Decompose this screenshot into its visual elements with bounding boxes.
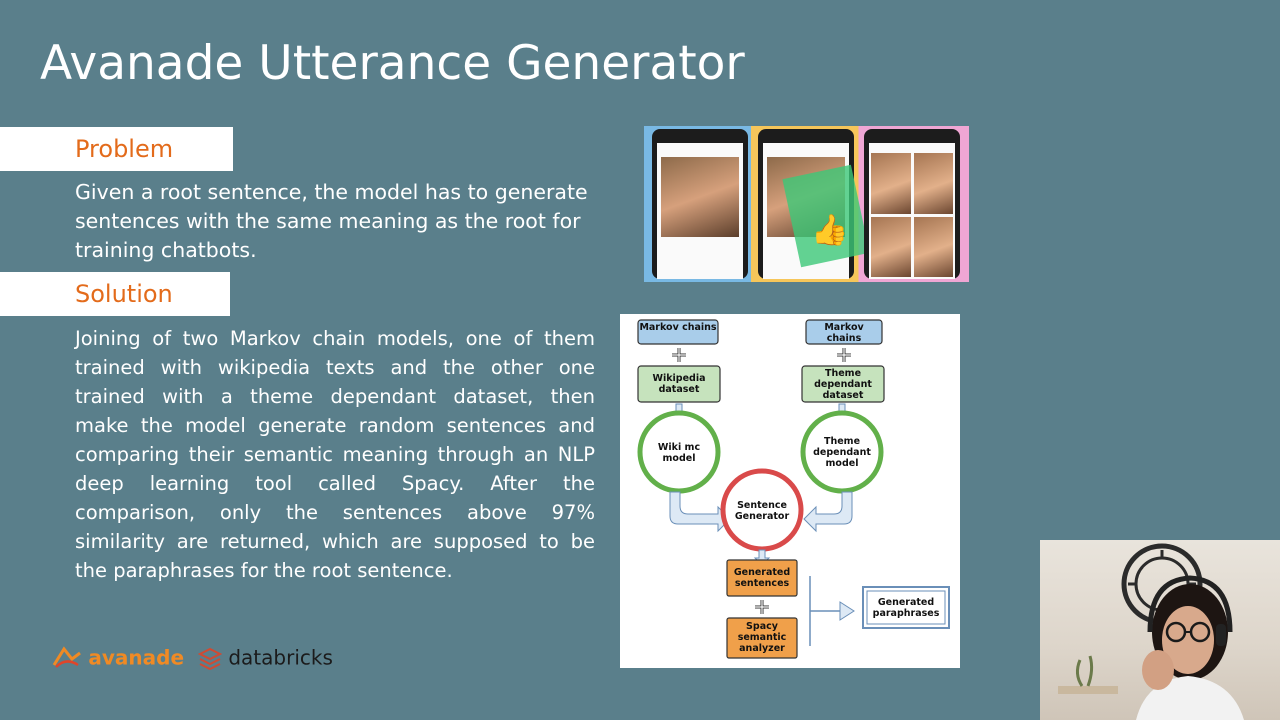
app-screenshots-image: 👍: [644, 126, 969, 282]
phone-mockup: [864, 129, 960, 279]
theme-model-label: Theme dependant model: [813, 436, 871, 469]
presenter-webcam: [1040, 540, 1280, 720]
problem-line: sentences with the same meaning as the r…: [75, 209, 581, 233]
avanade-wordmark: avanade: [88, 645, 185, 670]
wikipedia-dataset-label: Wikipedia dataset: [652, 373, 706, 395]
databricks-logo-icon: [197, 646, 223, 670]
slide-title: Avanade Utterance Generator: [40, 36, 745, 91]
problem-heading-tab: Problem: [0, 127, 233, 171]
avanade-logo: avanade: [52, 644, 184, 671]
problem-line: Given a root sentence, the model has to …: [75, 180, 588, 204]
databricks-logo: databricks: [197, 644, 333, 670]
problem-heading: Problem: [75, 135, 174, 163]
solution-line: deep learning tool called Spacy. After t…: [75, 472, 595, 495]
solution-line: Joining of two Markov chain models, one …: [75, 327, 595, 350]
solution-line: the paraphrases for the root sentence.: [75, 559, 453, 582]
solution-line: make the model generate random sentences…: [75, 414, 595, 437]
solution-line: similarity are returned, which are suppo…: [75, 530, 595, 553]
generated-paraphrases-label: Generated paraphrases: [872, 597, 940, 619]
databricks-wordmark: databricks: [228, 645, 333, 670]
generated-sentences-label: Generated sentences: [733, 567, 791, 589]
solution-text: Joining of two Markov chain models, one …: [75, 324, 595, 585]
solution-heading-tab: Solution: [0, 272, 230, 316]
phone-mockup: 👍: [758, 129, 870, 279]
wiki-model-label: Wiki mc model: [657, 442, 701, 464]
theme-dataset-label: Theme dependant dataset: [814, 368, 872, 401]
solution-heading: Solution: [75, 280, 173, 308]
sentence-generator-label: Sentence Generator: [734, 500, 790, 522]
solution-line: trained with a theme dependant dataset, …: [75, 385, 595, 408]
markov-chains-left-label: Markov chains: [639, 322, 717, 333]
solution-line: comparing their semantic meaning through…: [75, 443, 595, 466]
problem-line: training chatbots.: [75, 238, 257, 262]
spacy-analyzer-label: Spacy semantic analyzer: [737, 621, 787, 654]
problem-text: Given a root sentence, the model has to …: [75, 178, 595, 265]
avanade-logo-icon: [52, 645, 82, 671]
phone-mockup: [652, 129, 748, 279]
markov-chains-right-label: Markov chains: [824, 322, 864, 344]
solution-line: trained with wikipedia texts and the oth…: [75, 356, 595, 379]
pipeline-diagram: Markov chains Markov chains Wikipedia da…: [620, 314, 960, 668]
thumbs-up-icon: 👍: [811, 213, 849, 248]
solution-line: comparison, only the sentences above 97%: [75, 501, 595, 524]
